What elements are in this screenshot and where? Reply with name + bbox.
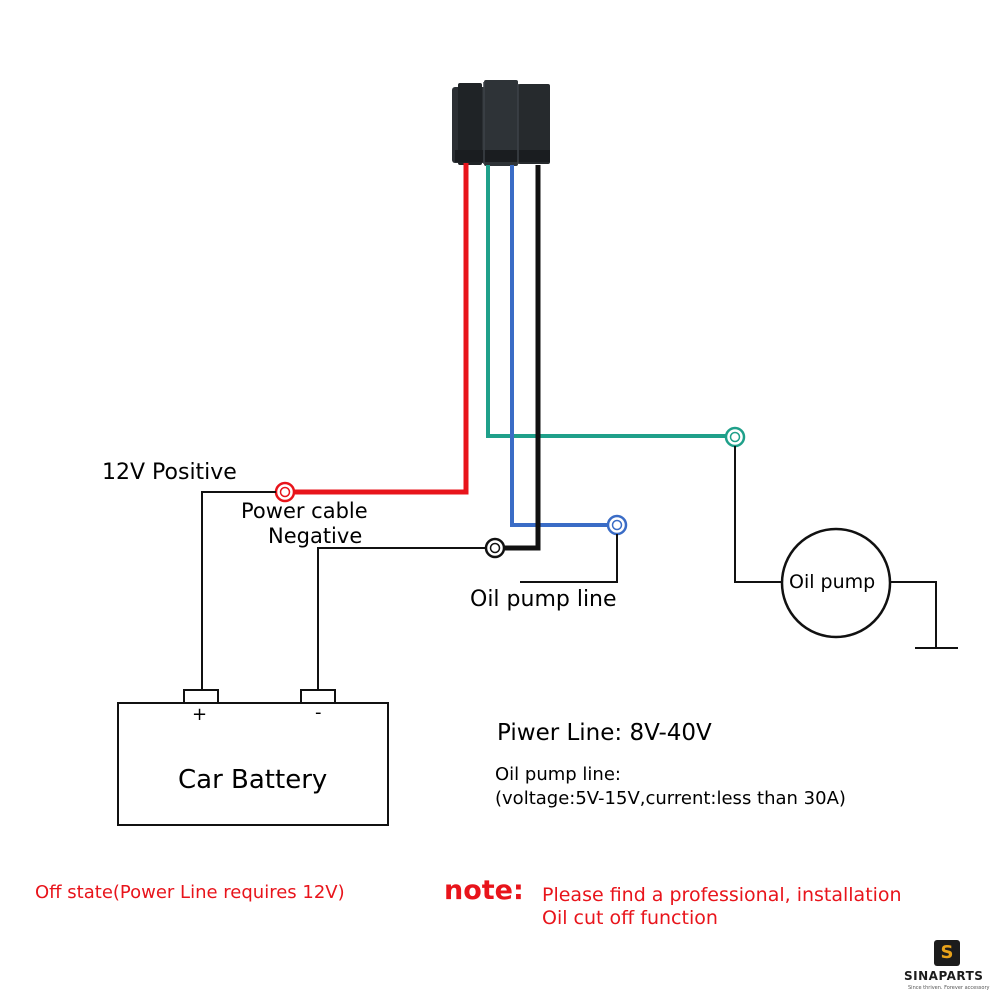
oil-pump-symbol	[780, 527, 892, 639]
positive-terminal	[274, 481, 296, 503]
oil-pump-spec-detail: (voltage:5V-15V,current:less than 30A)	[495, 788, 846, 809]
oil-pump-label: Oil pump	[789, 571, 876, 593]
oil-pump-line-label: Oil pump line	[470, 587, 617, 612]
pump-ground-lead	[890, 581, 937, 648]
note-line-1: Please find a professional, installation	[542, 884, 902, 906]
pump-input-lead	[734, 446, 782, 583]
brand-logo: S SINAPARTS Since thriven. Forever acces…	[900, 940, 996, 996]
oil-pump-spec-title: Oil pump line:	[495, 764, 621, 785]
negative-terminal	[484, 537, 506, 559]
s-badge-icon: S	[934, 940, 960, 966]
positive-lead	[201, 491, 276, 690]
oil-pump-wire-blue	[510, 165, 610, 527]
power-line-spec: Piwer Line: 8V-40V	[497, 720, 712, 746]
battery-positive-post	[183, 689, 219, 704]
battery-body	[117, 702, 389, 826]
battery-minus-label: -	[315, 702, 322, 723]
note-label: note:	[444, 875, 524, 906]
positive-wire	[295, 163, 469, 495]
off-state-text: Off state(Power Line requires 12V)	[35, 882, 345, 903]
positive-label: 12V Positive	[102, 460, 237, 485]
negative-lead	[317, 547, 486, 690]
negative-label: Negative	[268, 524, 363, 548]
note-line-2: Oil cut off function	[542, 907, 718, 929]
brand-name: SINAPARTS	[904, 969, 984, 983]
battery-label: Car Battery	[178, 765, 328, 795]
oil-pump-wire-green	[486, 165, 726, 438]
battery-negative-post	[300, 689, 336, 704]
blue-terminal	[606, 514, 628, 536]
oil-pump-line-lead	[520, 534, 618, 583]
battery-plus-label: +	[192, 704, 208, 725]
green-terminal	[724, 426, 746, 448]
power-cable-label: Power cable	[241, 499, 368, 523]
brand-tagline: Since thriven. Forever accessory	[908, 985, 990, 991]
relay-module	[452, 80, 550, 166]
negative-wire	[504, 165, 541, 551]
